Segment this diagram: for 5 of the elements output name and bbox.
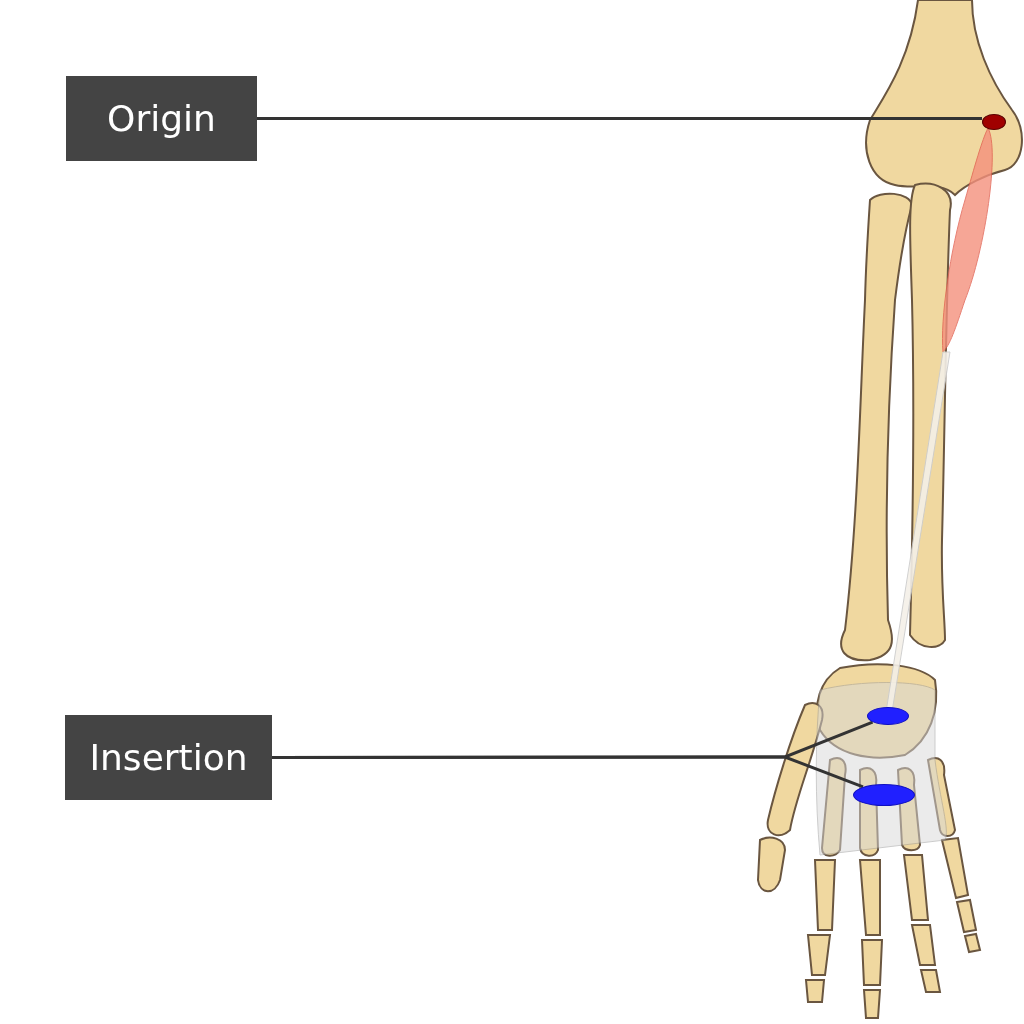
label-text: Origin: [107, 98, 216, 139]
leader-line: [257, 117, 982, 120]
label-box: [65, 715, 272, 800]
label-text: Insertion: [89, 737, 248, 778]
label-box: [66, 76, 257, 161]
